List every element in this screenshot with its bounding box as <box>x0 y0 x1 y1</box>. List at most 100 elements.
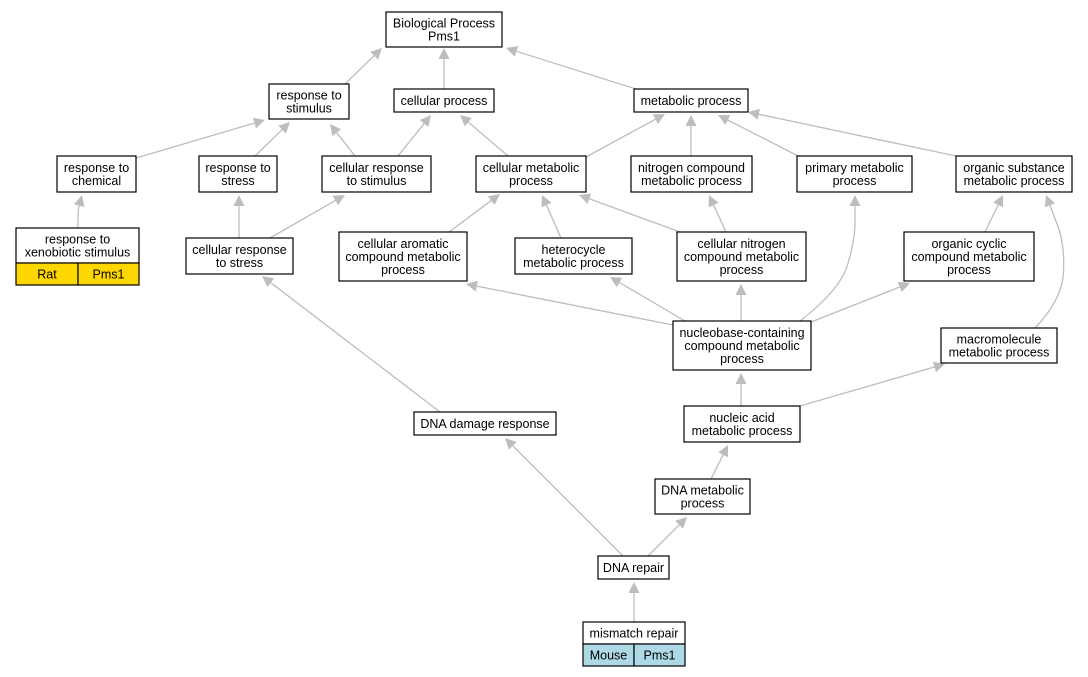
edge-line <box>467 121 509 157</box>
edge-line <box>647 524 680 557</box>
node-label-line: nitrogen compound <box>638 161 745 175</box>
edge-line <box>619 282 686 322</box>
edge-primary_metabolic_process-to-metabolic_process <box>718 115 801 158</box>
arrowhead <box>73 195 85 207</box>
node-box <box>955 155 1073 193</box>
arrowhead <box>460 115 472 127</box>
gene-label: Pms1 <box>644 649 676 663</box>
node-box <box>903 231 1035 282</box>
edge-metabolic_process-to-root <box>506 46 637 90</box>
node-label-line: stimulus <box>286 102 332 116</box>
arrowhead <box>506 46 519 57</box>
arrowhead <box>579 193 592 204</box>
node-label-line: nucleobase-containing <box>679 326 804 340</box>
edge-response_to_xenobiotic_stimulus-to-response_to_chemical <box>73 195 85 229</box>
arrowhead <box>332 195 345 206</box>
edge-line <box>585 118 656 158</box>
node-box <box>321 155 432 193</box>
node-label-line: nucleic acid <box>709 411 774 425</box>
node-label-line: cellular response <box>192 243 287 257</box>
gene-label: Pms1 <box>93 268 125 282</box>
node-box <box>597 555 670 580</box>
arrowhead <box>628 582 640 593</box>
arrowhead <box>748 108 760 120</box>
arrowhead <box>370 48 382 60</box>
edge-line <box>344 55 375 85</box>
arrowhead <box>505 438 517 450</box>
arrowhead <box>675 517 687 529</box>
node-label-line: process <box>720 263 764 277</box>
node-label-line: mismatch repair <box>590 627 679 641</box>
edge-line <box>1034 205 1065 329</box>
arrowhead <box>685 115 697 126</box>
edge-line <box>254 129 283 157</box>
node-dna-repair[interactable]: DNA repair <box>597 555 670 580</box>
edge-line <box>270 282 441 413</box>
arrowhead <box>330 124 342 137</box>
node-label-line: compound metabolic <box>684 339 799 353</box>
arrowhead <box>849 195 861 206</box>
node-label-line: cellular response <box>329 161 424 175</box>
node-box <box>796 155 913 193</box>
node-box <box>198 155 278 193</box>
node-label-line: process <box>509 174 553 188</box>
edge-cellular_response_to_stimulus-to-response_to_stimulus <box>330 124 356 157</box>
edge-cellular_response_to_stimulus-to-cellular_process <box>397 115 431 157</box>
node-label-line: response to <box>276 89 341 103</box>
edge-nucleic_acid_metabolic_process-to-macromolecule_metabolic_process <box>799 361 945 407</box>
edge-dna_repair-to-dna_metabolic_process <box>647 517 687 557</box>
node-dna-damage-response[interactable]: DNA damage response <box>413 411 557 436</box>
node-label-line: metabolic process <box>641 94 742 108</box>
edge-nucleic_acid_metabolic_process-to-nucleobase_containing_compound_metabolic_process <box>735 373 747 406</box>
edge-macromolecule_metabolic_process-to-organic_substance_metabolic_process <box>1034 195 1065 329</box>
node-label-line: heterocycle <box>542 243 606 257</box>
node-label-line: metabolic process <box>641 174 742 188</box>
edge-nucleobase_containing_compound_metabolic_process-to-organic_cyclic_compound_metabolic_process <box>810 281 910 323</box>
species-label: Rat <box>37 268 57 282</box>
edge-nucleobase_containing_compound_metabolic_process-to-cellular_aromatic_compound_metabolic_process <box>466 280 674 326</box>
node-box <box>630 155 753 193</box>
node-label-line: Pms1 <box>428 30 460 44</box>
arrowhead <box>252 117 265 129</box>
edge-line <box>476 285 674 326</box>
edge-line <box>397 123 425 157</box>
node-box <box>672 320 812 371</box>
node-cellular-process[interactable]: cellular process <box>393 88 495 113</box>
edge-cellular_aromatic_compound_metabolic_process-to-cellular_metabolic_process <box>448 194 500 233</box>
arrowhead <box>718 445 728 458</box>
node-box <box>338 231 468 282</box>
edge-line <box>984 204 999 233</box>
node-label-line: cellular aromatic <box>357 237 448 251</box>
edge-line <box>336 132 356 157</box>
node-box <box>185 237 294 275</box>
node-metabolic-process[interactable]: metabolic process <box>633 88 749 113</box>
edge-dna_damage_response-to-cellular_response_to_stress <box>262 276 441 413</box>
edge-nitrogen_compound_metabolic_process-to-metabolic_process <box>685 115 697 156</box>
edge-line <box>713 204 727 233</box>
node-label-line: cellular metabolic <box>483 161 580 175</box>
edge-cellular_response_to_stress-to-response_to_stress <box>233 195 245 238</box>
node-box <box>393 88 495 113</box>
arrowhead <box>993 195 1004 208</box>
node-label-line: metabolic process <box>964 174 1065 188</box>
